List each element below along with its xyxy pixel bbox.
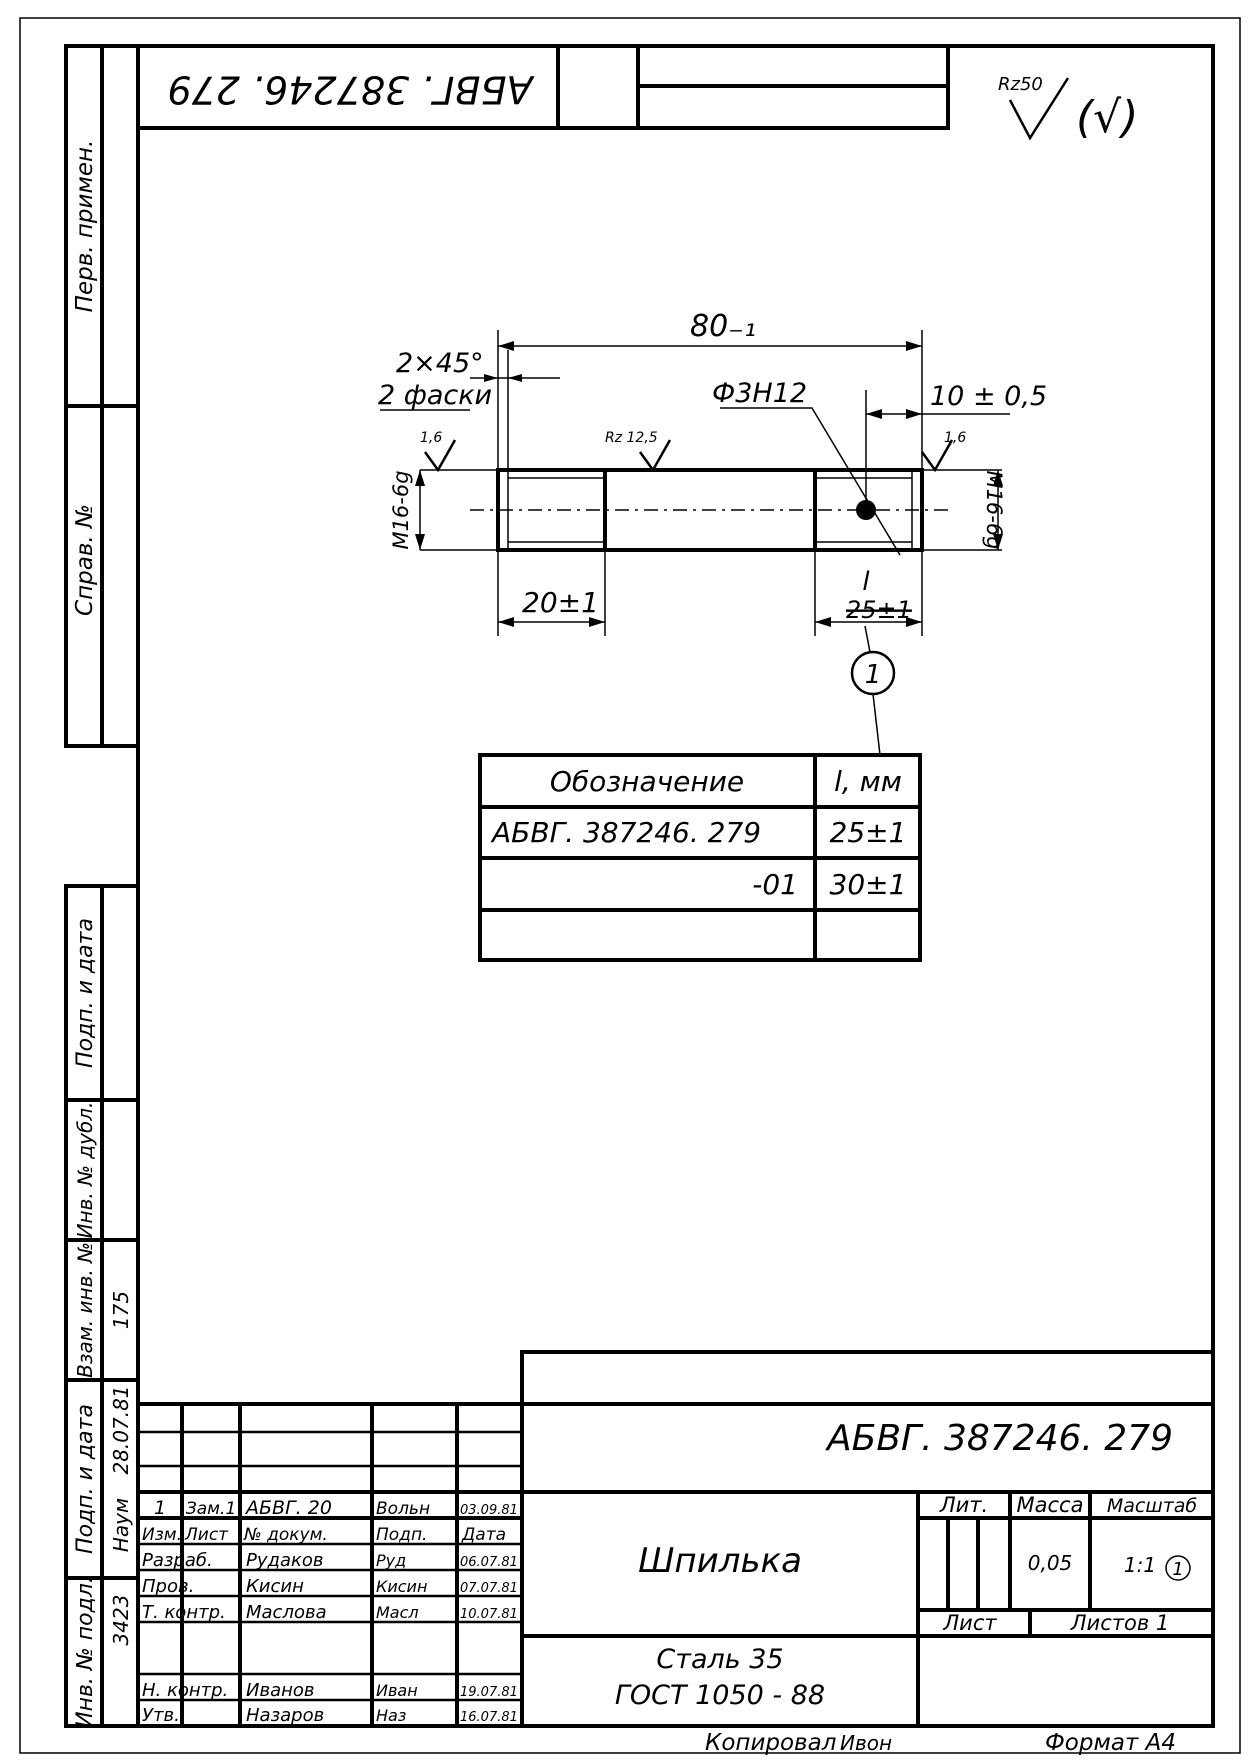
left-strip-upper: Перв. примен. Справ. № xyxy=(64,44,140,748)
title-block: АБВГ. 387246. 279 Шпилька Сталь 35 ГОСТ … xyxy=(136,1350,1215,1728)
variant-row-2-designation: -01 xyxy=(752,868,798,901)
role-tkontr: Т. контр. xyxy=(142,1602,226,1623)
side-perv-primen: Перв. примен. xyxy=(72,140,98,313)
sign-prov: Кисин xyxy=(376,1577,427,1596)
hole-spec: Ф3Н12 xyxy=(712,378,807,409)
role-razrab: Разраб. xyxy=(142,1550,213,1571)
col-podp: Подп. xyxy=(376,1525,427,1545)
name-prov: Кисин xyxy=(246,1576,304,1597)
variant-header-designation: Обозначение xyxy=(550,765,744,798)
role-nkontr: Н. контр. xyxy=(142,1680,228,1701)
date-tkontr: 10.07.81 xyxy=(460,1607,518,1622)
variant-header-l: l, мм xyxy=(834,765,902,798)
side-inv-podl-value: 3423 xyxy=(109,1595,133,1646)
col-izm: Изм. xyxy=(142,1525,182,1545)
title-designation: АБВГ. 387246. 279 xyxy=(825,1418,1173,1459)
change-podp: Вольн xyxy=(376,1499,430,1519)
col-list: Лист xyxy=(184,1525,229,1545)
side-inv-no-dubl: Инв. № дубл. xyxy=(73,1102,97,1239)
side-vzam-inv-no: Взам. инв. № xyxy=(73,1242,97,1378)
kopiroval-sign: Ивон xyxy=(840,1731,892,1755)
variant-row-1-l: 25±1 xyxy=(830,816,907,849)
list-label: Лист xyxy=(942,1611,997,1635)
date-prov: 07.07.81 xyxy=(460,1581,518,1596)
left-strip-lower: Подп. и дата Инв. № дубл. Взам. инв. № 1… xyxy=(64,884,140,1728)
rough-mid: Rz 12,5 xyxy=(605,430,658,446)
roughness-extra: (√) xyxy=(1076,92,1138,143)
change-data: 03.09.81 xyxy=(460,1503,518,1518)
outer-border xyxy=(19,17,1241,1754)
sign-nkontr: Иван xyxy=(376,1681,418,1700)
rough-left: 1,6 xyxy=(420,430,442,446)
name-razrab: Рудаков xyxy=(246,1550,323,1571)
part-drawing: 80₋₁ 2×45° 2 фаски Ф3Н12 10 ± 0,5 1,6 Rz… xyxy=(378,309,1047,756)
change-izm: 1 xyxy=(154,1497,166,1519)
side-podp-date: 28.07.81 xyxy=(109,1385,133,1474)
side-inv-no-podl: Инв. № подл. xyxy=(73,1576,98,1728)
date-razrab: 06.07.81 xyxy=(460,1555,518,1570)
change-list: Зам.1 xyxy=(186,1499,236,1519)
masshtab-label: Масштаб xyxy=(1107,1495,1198,1517)
side-podp-signature: Наум xyxy=(109,1498,133,1552)
material-2: ГОСТ 1050 - 88 xyxy=(615,1680,825,1711)
side-podp-i-data-1: Подп. и дата xyxy=(73,918,98,1068)
role-utv: Утв. xyxy=(142,1705,180,1726)
massa-value: 0,05 xyxy=(1028,1551,1073,1575)
rough-right: 1,6 xyxy=(944,430,966,446)
side-sprav-no: Справ. № xyxy=(72,504,98,616)
change-dokum: АБВГ. 20 xyxy=(244,1497,332,1519)
dim-left-thread: 20±1 xyxy=(522,586,599,619)
masshtab-balloon: 1 xyxy=(1172,1559,1183,1580)
name-tkontr: Маслова xyxy=(246,1602,327,1623)
dim-l: l xyxy=(862,567,870,597)
balloon-number: 1 xyxy=(865,660,882,690)
side-vzam-inv-value: 175 xyxy=(109,1291,133,1329)
massa-label: Масса xyxy=(1017,1493,1084,1517)
material-1: Сталь 35 xyxy=(656,1644,783,1675)
listov-label: Листов 1 xyxy=(1070,1611,1169,1635)
thread-left: М16-6g xyxy=(389,470,413,549)
name-nkontr: Иванов xyxy=(246,1680,315,1701)
thread-right: М16-6g xyxy=(982,470,1006,549)
side-podp-i-data-2: Подп. и дата xyxy=(73,1404,98,1554)
lit-label: Лит. xyxy=(939,1493,988,1517)
hole-pos-dim: 10 ± 0,5 xyxy=(930,381,1047,412)
sign-tkontr: Масл xyxy=(376,1603,419,1622)
sign-razrab: Руд xyxy=(376,1551,406,1570)
dim-total: 80₋₁ xyxy=(690,309,756,344)
part-name: Шпилька xyxy=(638,1541,802,1581)
sign-utv: Наз xyxy=(376,1706,406,1725)
col-dokum: № докум. xyxy=(243,1525,328,1545)
cross-hole xyxy=(856,500,876,520)
main-frame xyxy=(136,44,1215,1728)
roughness-mark: Rz50 xyxy=(998,74,1043,95)
col-data: Дата xyxy=(461,1525,506,1545)
dim-right-thread: 25±1 xyxy=(846,596,912,624)
variant-table: Обозначение l, мм АБВГ. 387246. 279 25±1… xyxy=(478,753,922,962)
date-nkontr: 19.07.81 xyxy=(460,1685,518,1700)
variant-row-1-designation: АБВГ. 387246. 279 xyxy=(490,816,761,849)
top-designation: АБВГ. 387246. 279 xyxy=(167,68,535,112)
masshtab-value: 1:1 xyxy=(1124,1553,1156,1577)
roughness-general: Rz50 (√) xyxy=(998,74,1138,143)
variant-row-2-l: 30±1 xyxy=(830,868,907,901)
format-label: Формат А4 xyxy=(1045,1730,1176,1756)
name-utv: Назаров xyxy=(246,1705,324,1726)
footer: Копировал Ивон Формат А4 xyxy=(705,1730,1176,1756)
stud-body xyxy=(496,468,924,552)
top-designation-box: АБВГ. 387246. 279 xyxy=(136,44,950,130)
kopiroval-label: Копировал xyxy=(705,1730,837,1756)
date-utv: 16.07.81 xyxy=(460,1710,518,1725)
role-prov: Пров. xyxy=(142,1576,194,1597)
chamfer-note: 2 фаски xyxy=(378,380,492,411)
chamfer-dim: 2×45° xyxy=(396,348,484,379)
